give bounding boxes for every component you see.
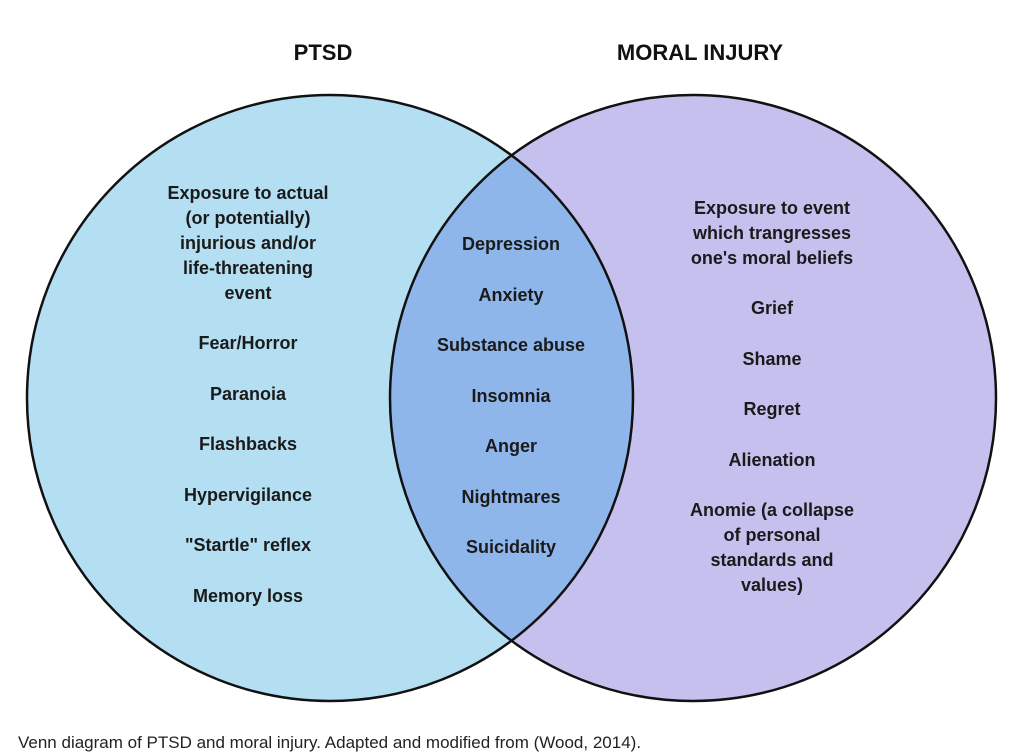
anomie-line: of personal xyxy=(723,525,821,545)
moral-injury-list: Exposure to event which trangresses one'… xyxy=(654,196,890,598)
overlap-item: Nightmares xyxy=(461,486,561,507)
moral-injury-item: Alienation xyxy=(728,449,816,470)
ptsd-criterion-line: injurious and/or xyxy=(179,233,316,253)
ptsd-criterion-line: event xyxy=(224,283,272,303)
moral-injury-circle-outline xyxy=(388,93,998,703)
anomie-line: values) xyxy=(740,575,804,595)
ptsd-item: Paranoia xyxy=(209,383,287,404)
ptsd-item: Hypervigilance xyxy=(183,484,313,505)
ptsd-item: Fear/Horror xyxy=(198,333,298,353)
ptsd-criterion-line: Exposure to actual xyxy=(167,183,329,203)
overlap-item: Substance abuse xyxy=(436,335,586,355)
ptsd-criterion: Exposure to actual (or potentially) inju… xyxy=(130,181,366,306)
anomie-line: standards and xyxy=(710,550,834,570)
moral-injury-item: Grief xyxy=(750,298,793,318)
moral-injury-criterion-line: one's moral beliefs xyxy=(690,248,854,268)
moral-injury-criterion: Exposure to event which trangresses one'… xyxy=(654,196,890,271)
ptsd-item: Memory loss xyxy=(192,585,304,606)
overlap-item: Depression xyxy=(461,234,561,254)
overlap-item: Insomnia xyxy=(471,385,551,406)
moral-injury-title: MORAL INJURY xyxy=(616,40,784,65)
anomie-line: Anomie (a collapse xyxy=(689,500,855,520)
figure-caption: Venn diagram of PTSD and moral injury. A… xyxy=(18,733,642,752)
ptsd-criterion-line: (or potentially) xyxy=(185,208,311,228)
overlap-item: Anger xyxy=(484,436,537,456)
ptsd-item: "Startle" reflex xyxy=(184,535,312,555)
ptsd-item: Flashbacks xyxy=(198,434,298,454)
overlap-item: Anxiety xyxy=(478,284,544,305)
moral-injury-criterion-line: Exposure to event xyxy=(693,198,851,218)
overlap-list: Depression Anxiety Substance abuse Insom… xyxy=(401,232,621,586)
overlap-item: Suicidality xyxy=(465,537,557,557)
ptsd-circle-outline xyxy=(25,93,635,703)
moral-injury-item-anomie: Anomie (a collapse of personal standards… xyxy=(654,498,890,598)
moral-injury-item: Shame xyxy=(742,348,802,369)
ptsd-criterion-line: life-threatening xyxy=(182,258,313,278)
overlap-region xyxy=(390,95,633,701)
ptsd-title: PTSD xyxy=(293,40,353,65)
moral-injury-criterion-line: which trangresses xyxy=(692,223,852,243)
ptsd-list: Exposure to actual (or potentially) inju… xyxy=(130,181,366,634)
moral-injury-item: Regret xyxy=(743,399,801,419)
